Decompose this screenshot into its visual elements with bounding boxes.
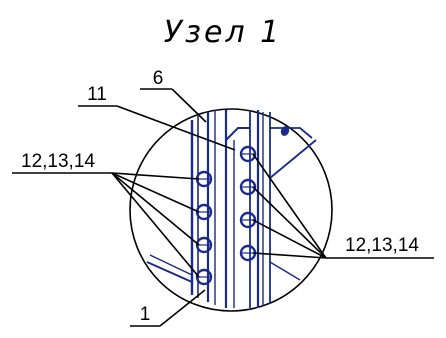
bolt xyxy=(195,170,213,188)
callout-right-label: 12,13,14 xyxy=(345,235,419,256)
lower-brace xyxy=(146,261,193,283)
bolt xyxy=(195,203,213,221)
callout-6-leader xyxy=(171,88,207,123)
callout-left-leader xyxy=(111,172,200,246)
gusset-hole xyxy=(280,126,290,136)
callout-12-13-14-left: 12,13,14 xyxy=(12,151,200,278)
column-bracket xyxy=(225,127,250,141)
callout-left-label: 12,13,14 xyxy=(21,151,95,172)
callout-right-leader xyxy=(252,186,327,259)
callout-6-label: 6 xyxy=(153,68,164,89)
callout-right-leader xyxy=(252,153,327,259)
lower-brace xyxy=(149,254,193,276)
callout-11-label: 11 xyxy=(87,84,107,105)
detail-title: Узел 1 xyxy=(164,15,283,50)
callout-1-leader xyxy=(159,289,206,327)
bolt xyxy=(195,268,213,286)
bolt xyxy=(239,145,257,163)
callout-left-leader xyxy=(111,172,200,180)
bolt xyxy=(195,236,213,254)
callout-1-label: 1 xyxy=(140,304,151,325)
gusset-plate xyxy=(269,139,317,179)
bolt xyxy=(239,244,257,262)
callout-left-leader xyxy=(111,172,200,278)
callout-right-leader xyxy=(252,252,327,259)
lower-brace xyxy=(269,261,301,281)
callout-6: 6 xyxy=(140,68,207,123)
callout-1: 1 xyxy=(130,289,206,327)
callout-12-13-14-right: 12,13,14 xyxy=(252,153,434,259)
gusset-plate xyxy=(270,127,313,139)
callout-left-leader xyxy=(111,172,200,213)
bolt xyxy=(239,178,257,196)
callout-11: 11 xyxy=(78,84,236,151)
bolt xyxy=(239,211,257,229)
callout-11-leader xyxy=(116,105,236,151)
structure-blue xyxy=(146,110,317,308)
callout-right-leader xyxy=(252,219,327,259)
detail-circle xyxy=(129,108,333,312)
